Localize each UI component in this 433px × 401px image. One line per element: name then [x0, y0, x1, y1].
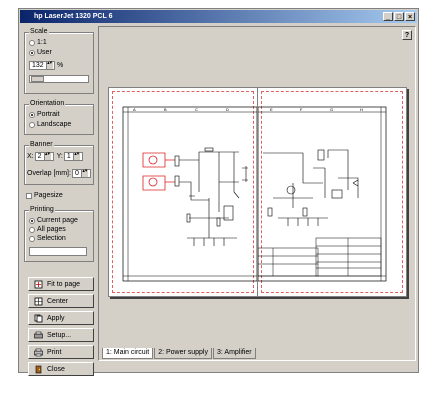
- radio-selected-icon: [29, 49, 35, 56]
- close-button[interactable]: Close: [28, 362, 94, 376]
- scale-unit: %: [57, 62, 64, 69]
- svg-text:D: D: [226, 107, 229, 112]
- close-window-button[interactable]: ×: [405, 12, 415, 21]
- banner-x-spinner[interactable]: 2 ▴▾: [34, 152, 54, 161]
- spinner-arrows-icon[interactable]: ▴▾: [80, 169, 88, 177]
- all-pages-label: All pages: [37, 226, 66, 233]
- orientation-group-title: Orientation: [29, 99, 66, 109]
- radio-icon: [29, 235, 35, 242]
- window-title: hp LaserJet 1320 PCL 6: [34, 13, 113, 20]
- door-exit-icon: [35, 365, 42, 373]
- preview-area: ?: [98, 26, 416, 361]
- landscape-label: Landscape: [37, 121, 72, 128]
- portrait-label: Portrait: [37, 111, 60, 118]
- svg-text:G: G: [330, 107, 333, 112]
- checkbox-icon: [26, 192, 32, 199]
- scale-slider[interactable]: [29, 75, 89, 83]
- banner-x-label: X:: [27, 153, 34, 160]
- radio-selected-icon: [29, 217, 35, 224]
- spinner-arrows-icon[interactable]: ▴▾: [43, 152, 51, 160]
- print-progress-bar: [29, 247, 87, 256]
- preview-page-2: E F G H: [257, 87, 407, 297]
- svg-text:H: H: [360, 107, 363, 112]
- overlap-spinner[interactable]: 0 ▴▾: [71, 169, 91, 178]
- banner-overlap-row: Overlap [mm]: 0 ▴▾: [27, 169, 91, 178]
- spinner-arrows-icon[interactable]: ▴▾: [45, 61, 53, 69]
- tab-main-circuit[interactable]: 1: Main circuit: [102, 348, 154, 359]
- orientation-portrait-radio[interactable]: Portrait: [29, 111, 60, 118]
- center-label: Center: [47, 297, 69, 305]
- title-bar: hp LaserJet 1320 PCL 6 _ □ ×: [20, 10, 417, 23]
- scale-user-label: User: [37, 49, 52, 56]
- orientation-landscape-radio[interactable]: Landscape: [29, 121, 71, 128]
- printing-group: Printing Current page All pages Selectio…: [24, 205, 94, 262]
- scale-user-radio[interactable]: User: [29, 49, 52, 56]
- orientation-group: Orientation Portrait Landscape: [24, 99, 94, 135]
- banner-y-value: 1: [66, 153, 71, 160]
- radio-selected-icon: [29, 111, 35, 118]
- help-button[interactable]: ?: [402, 30, 412, 40]
- tab-amplifier[interactable]: 3: Amplifier: [213, 348, 256, 359]
- apply-label: Apply: [47, 314, 65, 322]
- banner-xy-row: X: 2 ▴▾ Y: 1 ▴▾: [27, 152, 83, 161]
- scale-group-title: Scale: [29, 27, 49, 37]
- center-button[interactable]: Center: [28, 294, 94, 308]
- banner-x-value: 2: [37, 153, 42, 160]
- overlap-value: 0: [74, 170, 79, 177]
- printing-all-radio[interactable]: All pages: [29, 226, 66, 233]
- minimize-button[interactable]: _: [383, 12, 393, 21]
- print-preview-window: hp LaserJet 1320 PCL 6 _ □ × Scale 1:1 U…: [18, 8, 419, 376]
- selection-label: Selection: [37, 235, 66, 242]
- printing-selection-radio[interactable]: Selection: [29, 235, 66, 242]
- printing-current-radio[interactable]: Current page: [29, 217, 78, 224]
- settings-panel: Scale 1:1 User 132 ▴▾ % Orientati: [22, 26, 96, 376]
- schematic-drawing-2: E F G H: [258, 106, 387, 282]
- scale-value-row: 132 ▴▾ %: [29, 61, 63, 70]
- radio-icon: [29, 39, 35, 46]
- setup-button[interactable]: Setup...: [28, 328, 94, 342]
- print-button[interactable]: Print: [28, 345, 94, 359]
- setup-label: Setup...: [47, 331, 72, 339]
- svg-text:B: B: [164, 107, 167, 112]
- preview-page-1: A B C D: [108, 87, 258, 297]
- printer-icon: [34, 348, 43, 356]
- radio-icon: [29, 226, 35, 233]
- banner-y-label: Y:: [56, 153, 63, 160]
- page-margin: [261, 91, 403, 293]
- banner-group-title: Banner: [29, 140, 54, 150]
- fit-to-page-label: Fit to page: [47, 280, 81, 288]
- current-page-label: Current page: [37, 217, 78, 224]
- printer-setup-icon: [34, 331, 43, 338]
- schematic-drawing-1: A B C D: [122, 106, 257, 282]
- tab-power-supply[interactable]: 2: Power supply: [154, 348, 212, 359]
- apply-button[interactable]: Apply: [28, 311, 94, 325]
- pagesize-label: Pagesize: [34, 192, 63, 199]
- svg-text:E: E: [270, 107, 273, 112]
- close-label: Close: [47, 365, 65, 373]
- svg-text:C: C: [195, 107, 198, 112]
- svg-text:A: A: [133, 107, 136, 112]
- print-label: Print: [47, 348, 62, 356]
- banner-group: Banner X: 2 ▴▾ Y: 1 ▴▾ Overlap [mm]: 0 ▴…: [24, 140, 94, 185]
- banner-y-spinner[interactable]: 1 ▴▾: [63, 152, 83, 161]
- radio-icon: [29, 121, 35, 128]
- scale-spinner[interactable]: 132 ▴▾: [29, 61, 55, 70]
- scale-1to1-label: 1:1: [37, 39, 47, 46]
- printing-group-title: Printing: [29, 205, 55, 215]
- fit-to-page-button[interactable]: Fit to page: [28, 277, 94, 291]
- sheet-tabs: 1: Main circuit 2: Power supply 3: Ampli…: [102, 348, 256, 359]
- fit-page-icon: [34, 280, 43, 288]
- svg-text:F: F: [300, 107, 303, 112]
- overlap-label: Overlap [mm]:: [27, 170, 71, 177]
- center-icon: [34, 297, 43, 305]
- spinner-arrows-icon[interactable]: ▴▾: [72, 152, 80, 160]
- slider-thumb[interactable]: [31, 76, 44, 82]
- pagesize-checkbox[interactable]: Pagesize: [26, 192, 63, 199]
- scale-value: 132: [32, 62, 44, 69]
- apply-icon: [34, 314, 43, 322]
- scale-group: Scale 1:1 User 132 ▴▾ %: [24, 27, 94, 94]
- maximize-button[interactable]: □: [394, 12, 404, 21]
- scale-1to1-radio[interactable]: 1:1: [29, 39, 47, 46]
- page-margin: [112, 91, 254, 293]
